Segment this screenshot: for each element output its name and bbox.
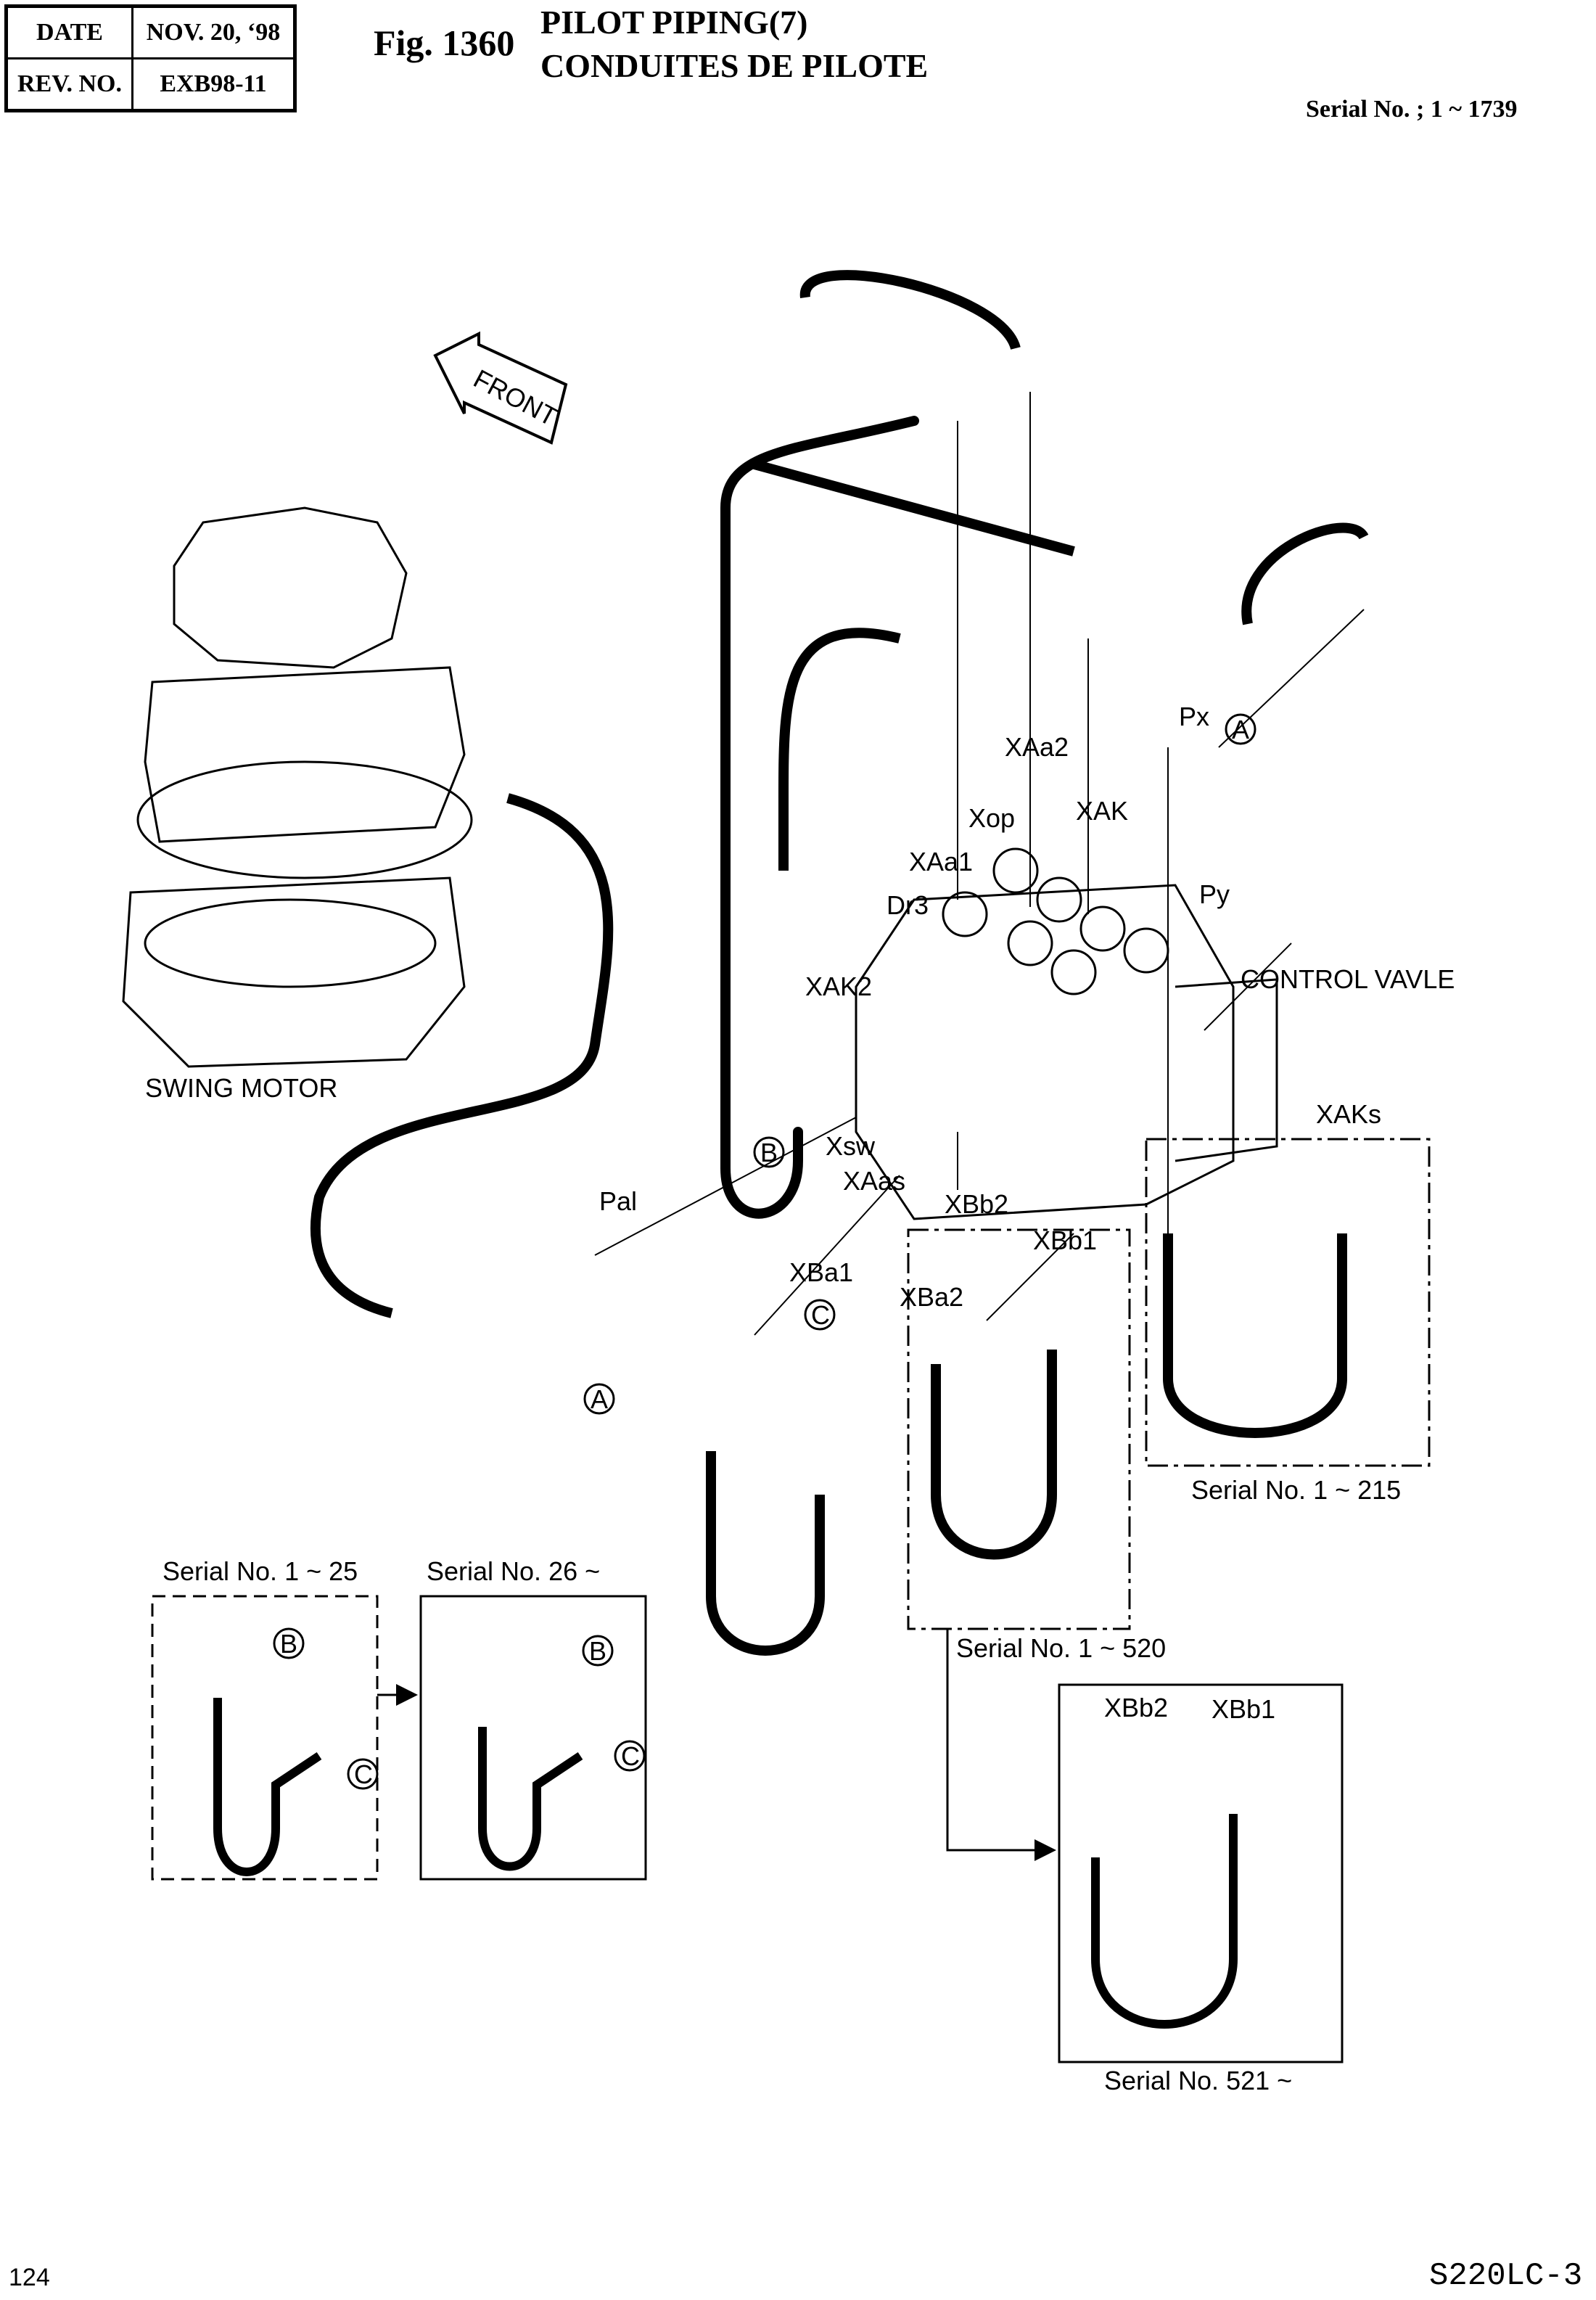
svg-text:C: C [354,1759,373,1789]
port-label-xop: Xop [968,803,1015,833]
inset-port-xbb2: XBb2 [1104,1693,1168,1722]
title-french: CONDUITES DE PILOTE [540,47,929,84]
revision-table: DATE NOV. 20, ‘98 REV. NO. EXB98-11 [4,4,297,112]
hose-top-diag [753,459,1075,556]
marker-a-bottom: A [583,1383,615,1415]
title-english: PILOT PIPING(7) [540,4,808,41]
svg-text:C: C [811,1300,830,1330]
port-label-xaa2: XAa2 [1005,732,1069,762]
inset2-marker-b: B [582,1635,614,1667]
inset-serial-1-520 [907,1228,1131,1630]
rev-value: EXB98-11 [131,57,296,112]
port-label-xak: XAK [1076,796,1128,826]
date-value: NOV. 20, ‘98 [131,5,296,59]
leader-lines [594,392,1365,1336]
inset-hoses [213,1698,1238,2029]
svg-text:A: A [591,1384,608,1414]
inset2-marker-c: C [614,1740,646,1772]
port-label-xaas: XAas [843,1166,905,1196]
port-label-xsw: Xsw [826,1131,876,1161]
inset-serial-1-25 [151,1595,379,1881]
page-number: 124 [9,2264,50,2291]
inset-serial-26 [419,1595,647,1881]
inset1-marker-c: C [347,1758,379,1790]
date-label: DATE [5,5,133,59]
swing-motor [122,506,473,1068]
port-label-dr3: Dr3 [887,890,929,920]
hose-top-u [799,270,1021,350]
hoses [310,270,1369,1656]
port-label-xaa1: XAa1 [909,847,973,876]
svg-text:B: B [760,1138,778,1167]
port-label-xaks: XAKs [1316,1099,1381,1129]
inset-label-1-25: Serial No. 1 ~ 25 [163,1556,358,1586]
inset-label-1-215: Serial No. 1 ~ 215 [1191,1475,1401,1505]
hose-long-loop [720,416,919,1219]
marker-c: C [804,1299,836,1331]
swing-motor-label: SWING MOTOR [145,1073,337,1103]
inset1-marker-b: B [273,1627,305,1659]
serial-range: Serial No. ; 1 ~ 1739 [1306,96,1518,123]
marker-b: B [753,1136,785,1168]
inset-label-26: Serial No. 26 ~ [427,1556,600,1586]
svg-text:B: B [589,1636,606,1666]
port-label-xak2: XAK2 [805,972,872,1001]
inset-serial-521 [1058,1683,1344,2063]
inset-markers: B C B C [273,1627,646,1790]
svg-text:A: A [1232,715,1249,744]
hose-xbb [931,1350,1057,1560]
port-label-xbb2: XBb2 [945,1189,1008,1219]
svg-text:B: B [280,1629,297,1659]
port-label-xba2: XBa2 [900,1282,963,1312]
port-labels: XAa2 Xop XAK XAa1 Dr3 Px Py XAK2 Xsw Pal… [599,702,1381,1312]
rev-label: REV. NO. [5,57,133,112]
hose-xaks [1163,1233,1347,1438]
port-label-px: Px [1179,702,1209,731]
inset-label-1-520: Serial No. 1 ~ 520 [956,1633,1166,1663]
port-label-xba1: XBa1 [789,1257,853,1287]
front-arrow: FRONT [433,331,568,445]
port-label-py: Py [1199,879,1230,909]
model-number: S220LC-3 [1429,2258,1583,2294]
figure-number: Fig. 1360 [374,22,515,63]
marker-a-top: A [1225,713,1256,745]
reference-markers: A A B C [583,713,1256,1415]
hose-xba [706,1451,825,1656]
control-valve-label: CONTROL VAVLE [1241,964,1455,994]
inset-port-xbb1: XBb1 [1212,1694,1275,1724]
svg-text:C: C [621,1741,640,1771]
inset-serial-1-215 [1145,1138,1431,1467]
hose-swing-motor [310,793,614,1318]
hose-px [1241,522,1369,625]
inset-label-521: Serial No. 521 ~ [1104,2066,1292,2095]
inset-frames [151,1138,1431,2063]
hose-xaa1 [778,628,901,871]
port-label-pal: Pal [599,1186,637,1216]
inset-labels: Serial No. 1 ~ 25 Serial No. 26 ~ Serial… [163,1475,1401,2095]
